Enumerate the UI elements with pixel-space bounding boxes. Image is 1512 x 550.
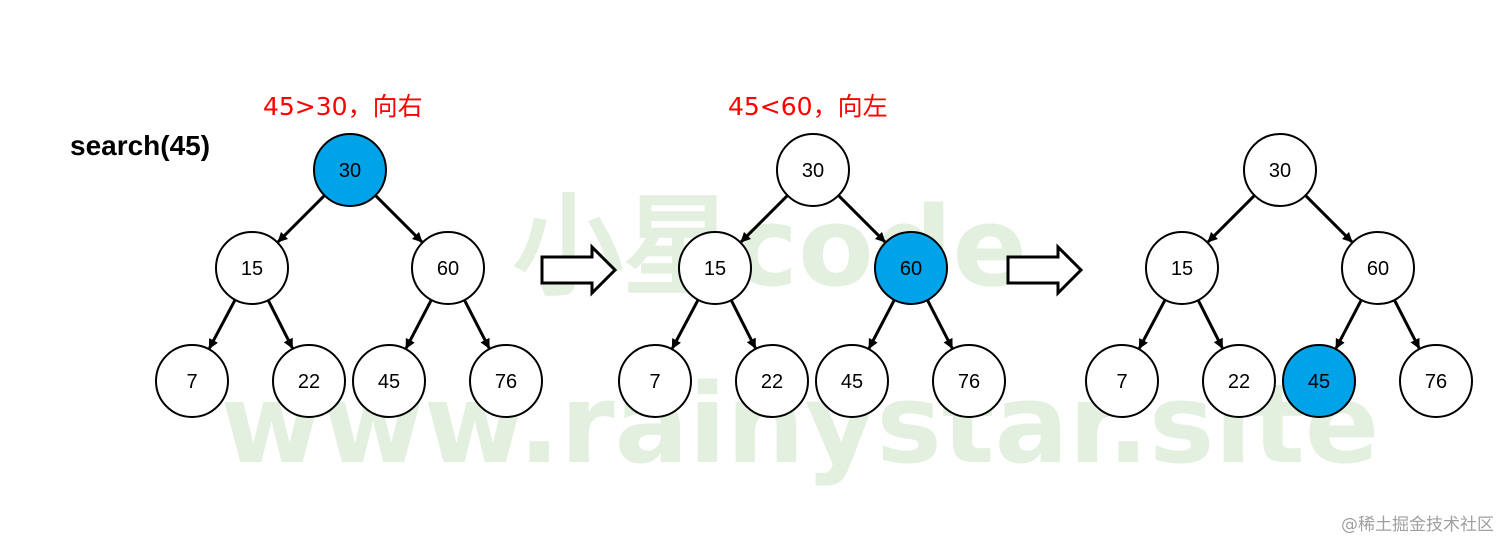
tree-node — [735, 344, 809, 418]
tree-edge — [729, 299, 757, 349]
tree-node — [776, 133, 850, 207]
step-1-caption: 45>30，向右 — [263, 92, 423, 121]
tree-node-highlighted — [313, 133, 387, 207]
tree-node-label: 45 — [378, 371, 400, 393]
tree-node — [1085, 344, 1159, 418]
tree-node — [215, 231, 289, 305]
tree-edge — [374, 194, 423, 243]
tree-node-label: 30 — [1269, 160, 1291, 182]
tree-node — [1399, 344, 1473, 418]
credit-text: @稀土掘金技术社区 — [1341, 515, 1494, 535]
tree-step-2: 30 15 60 7 22 45 76 — [618, 133, 1006, 418]
tree-node-label: 76 — [1425, 371, 1447, 393]
tree-edge — [867, 299, 896, 350]
tree-step-1: 30 15 60 7 22 45 76 — [155, 133, 543, 418]
tree-node-label: 60 — [1367, 258, 1389, 280]
tree-node — [411, 231, 485, 305]
tree-edge — [404, 299, 433, 350]
tree-node — [1202, 344, 1276, 418]
tree-node-highlighted — [874, 231, 948, 305]
tree-node-label: 7 — [649, 371, 660, 393]
tree-node-label: 22 — [298, 371, 320, 393]
tree-node-label: 60 — [900, 258, 922, 280]
tree-node-label: 45 — [841, 371, 863, 393]
right-hollow-arrow-icon — [1006, 243, 1084, 297]
step-2-caption: 45<60，向左 — [728, 92, 888, 121]
watermark: 小星code www.rainystar.site — [221, 183, 1380, 488]
tree-node — [1145, 231, 1219, 305]
tree-node-label: 22 — [1228, 371, 1250, 393]
tree-node-label: 15 — [1171, 258, 1193, 280]
tree-edge — [208, 299, 237, 350]
tree-node — [815, 344, 889, 418]
tree-node-label: 15 — [704, 258, 726, 280]
watermark-line1: 小星code — [513, 183, 1027, 311]
tree-node-label: 30 — [339, 160, 361, 182]
tree-node — [155, 344, 229, 418]
tree-node-label: 30 — [802, 160, 824, 182]
tree-node-label: 76 — [958, 371, 980, 393]
tree-edge — [1138, 299, 1167, 350]
tree-edge — [463, 299, 491, 349]
tree-node-label: 15 — [241, 258, 263, 280]
tree-node — [618, 344, 692, 418]
tree-node-label: 22 — [761, 371, 783, 393]
tree-node — [1341, 231, 1415, 305]
tree-step-3: 30 15 60 7 22 45 76 — [1085, 133, 1473, 418]
tree-edge — [837, 194, 886, 243]
tree-edge — [1334, 299, 1363, 350]
tree-edge — [1393, 299, 1421, 349]
tree-edge — [1196, 299, 1224, 349]
tree-edge — [277, 194, 326, 243]
tree-edge — [740, 194, 789, 243]
tree-node — [678, 231, 752, 305]
tree-edge — [1304, 194, 1353, 243]
tree-node-label: 7 — [186, 371, 197, 393]
diagram-title: search(45) — [70, 130, 210, 161]
tree-node-highlighted — [1282, 344, 1356, 418]
tree-node — [469, 344, 543, 418]
tree-edge — [1207, 194, 1256, 243]
tree-node-label: 76 — [495, 371, 517, 393]
right-hollow-arrow-icon — [540, 243, 618, 297]
tree-node — [932, 344, 1006, 418]
tree-node — [1243, 133, 1317, 207]
tree-node-label: 7 — [1116, 371, 1127, 393]
tree-node-label: 60 — [437, 258, 459, 280]
tree-node — [352, 344, 426, 418]
tree-node — [272, 344, 346, 418]
tree-node-label: 45 — [1308, 371, 1330, 393]
tree-edge — [926, 299, 954, 349]
tree-edge — [266, 299, 294, 349]
tree-edge — [671, 299, 700, 350]
